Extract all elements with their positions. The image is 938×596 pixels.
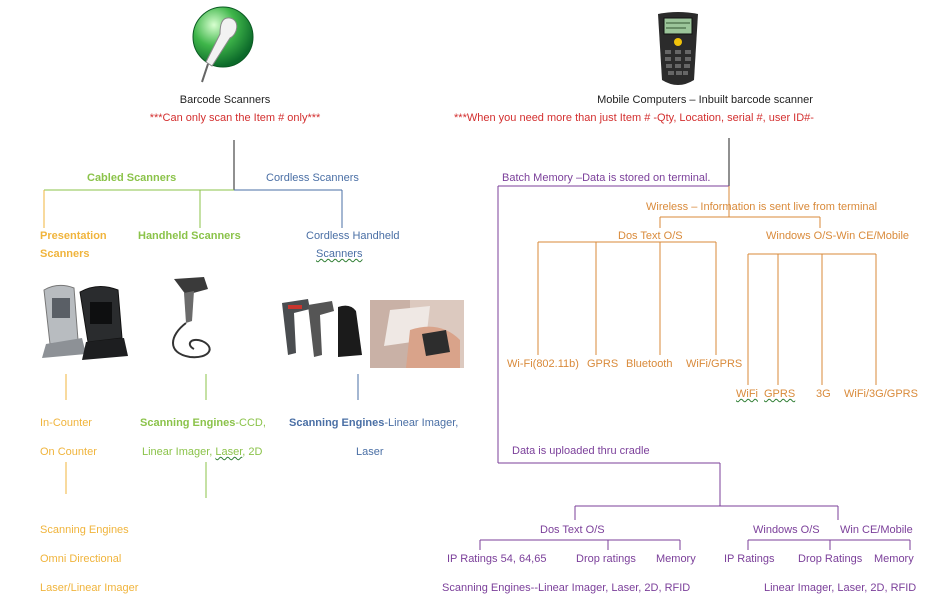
presentation-engines-3: Laser/Linear Imager	[40, 582, 139, 594]
dos-item-gprs: GPRS	[587, 358, 619, 370]
dos-item-wifi: Wi-Fi(802.11b)	[507, 358, 579, 370]
handheld-engines-line-1: Scanning Engines-CCD,	[140, 416, 266, 430]
batch-memory-label: Batch Memory –Data is stored on terminal…	[502, 172, 711, 184]
wireless-label: Wireless – Information is sent live from…	[646, 201, 878, 213]
presentation-scanner-icon	[42, 284, 128, 360]
handheld-engines-2a: Linear Imager,	[142, 446, 216, 458]
windows-os-label: Windows O/S-Win CE/Mobile	[766, 230, 910, 242]
barcode-scanners-title: Barcode Scanners	[179, 94, 271, 106]
mobile-computers-title: Mobile Computers – Inbuilt barcode scann…	[597, 94, 813, 106]
cradle-win-memory: Memory	[874, 553, 914, 565]
win-item-3g: 3G	[816, 388, 831, 400]
cradle-win-ip: IP Ratings	[724, 553, 775, 565]
presentation-engines-1: Scanning Engines	[40, 524, 129, 536]
cordless-handheld-label-1: Cordless Handheld	[306, 230, 400, 242]
dos-text-os-label: Dos Text O/S	[618, 230, 683, 242]
handheld-engines-rest: -CCD,	[235, 417, 266, 429]
win-item-wifi: WiFi	[736, 388, 758, 400]
barcode-scanners-note: ***Can only scan the Item # only***	[149, 112, 321, 124]
cordless-handheld-label-2: Scanners	[316, 248, 363, 260]
cordless-scanner-icon	[282, 299, 362, 357]
handheld-engines-2c: , 2D	[242, 446, 263, 458]
barcode-scanner-icon	[192, 6, 254, 83]
hand-scanning-photo-icon	[370, 300, 464, 368]
presentation-scanners-label-2: Scanners	[40, 248, 90, 260]
cradle-wince-label: Win CE/Mobile	[840, 524, 913, 536]
in-counter-label: In-Counter	[40, 417, 92, 429]
cradle-dos-engines: Scanning Engines--Linear Imager, Laser, …	[442, 582, 691, 594]
cradle-dos-drop: Drop ratings	[576, 553, 636, 565]
cradle-win-engines: Linear Imager, Laser, 2D, RFID	[764, 582, 917, 594]
cordless-engines-line-2: Laser	[356, 446, 384, 458]
handheld-engines-label: Scanning Engines	[140, 417, 236, 429]
handheld-engines-2b: Laser	[215, 446, 243, 458]
cabled-scanners-label: Cabled Scanners	[87, 172, 177, 184]
cradle-win-drop: Drop Ratings	[798, 553, 863, 565]
handheld-scanner-icon	[172, 277, 211, 359]
cordless-scanners-label: Cordless Scanners	[266, 172, 359, 184]
cradle-dos-label: Dos Text O/S	[540, 524, 605, 536]
cordless-engines-label: Scanning Engines	[289, 417, 385, 429]
dos-item-bluetooth: Bluetooth	[626, 358, 673, 370]
presentation-engines-2: Omni Directional	[40, 553, 122, 565]
cradle-dos-ip: IP Ratings 54, 64,65	[447, 553, 547, 565]
win-item-wifi-3g-gprs: WiFi/3G/GPRS	[844, 388, 918, 400]
win-item-gprs: GPRS	[764, 388, 796, 400]
cradle-label: Data is uploaded thru cradle	[512, 445, 650, 457]
cordless-engines-rest: -Linear Imager,	[384, 417, 459, 429]
cordless-engines-line-1: Scanning Engines-Linear Imager,	[289, 416, 458, 430]
cradle-windows-label: Windows O/S	[753, 524, 820, 536]
mobile-computers-note: ***When you need more than just Item # -…	[454, 112, 814, 124]
on-counter-label: On Counter	[40, 446, 97, 458]
handheld-scanners-label: Handheld Scanners	[138, 230, 241, 242]
cradle-dos-memory: Memory	[656, 553, 696, 565]
presentation-scanners-label-1: Presentation	[40, 230, 107, 242]
dos-item-wifi-gprs: WiFi/GPRS	[686, 358, 743, 370]
handheld-engines-line-2: Linear Imager, Laser, 2D	[142, 445, 262, 459]
mobile-computer-icon	[658, 12, 698, 85]
